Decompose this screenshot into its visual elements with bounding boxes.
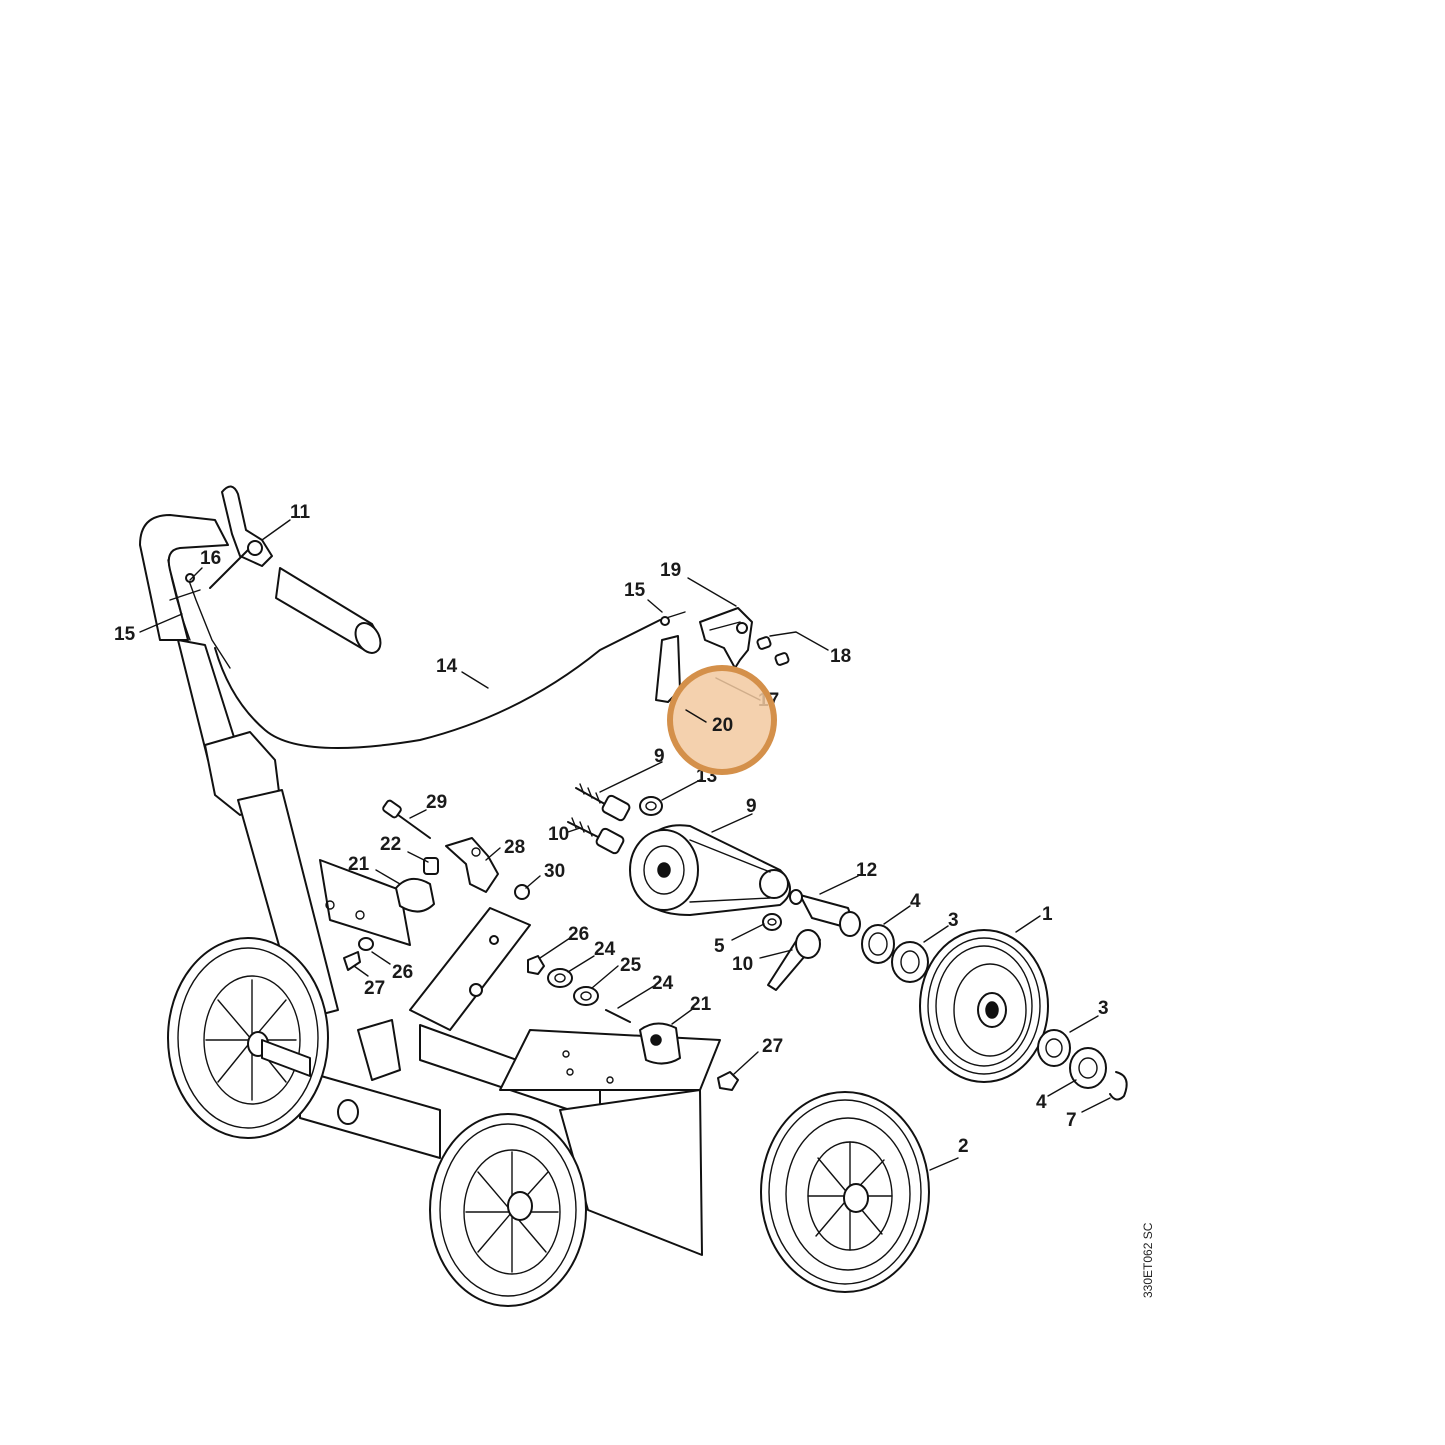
drawing-reference-code: 330ET062 SC xyxy=(1141,1222,1155,1298)
callout-28: 28 xyxy=(504,837,525,858)
highlight-marker[interactable]: 20 xyxy=(667,665,777,775)
callout-labels: 11 16 15 14 15 19 18 17 9 13 10 9 29 22 … xyxy=(114,502,1109,1157)
handle-bar xyxy=(139,514,339,1021)
wheel-left-rear xyxy=(167,937,329,1139)
callout-9: 9 xyxy=(746,796,757,817)
hand-grip xyxy=(275,567,382,654)
wheel-front xyxy=(760,1091,930,1293)
callout-25: 26 xyxy=(568,924,589,945)
callout-10: 10 xyxy=(732,954,753,975)
callout-23: 24 xyxy=(652,973,674,994)
callout-4-bottom: 4 xyxy=(1036,1092,1047,1113)
callout-27-right: 27 xyxy=(762,1036,783,1057)
callout-24-bottom: 25 xyxy=(620,955,642,976)
callout-4-top: 4 xyxy=(910,891,921,912)
callout-7: 9 xyxy=(654,746,665,767)
axle-bolts xyxy=(567,783,663,855)
callout-15-left: 15 xyxy=(114,624,136,645)
callout-13: 11 xyxy=(290,502,311,523)
callout-3-bottom: 3 xyxy=(1098,998,1109,1019)
callout-5: 5 xyxy=(714,936,725,957)
callout-21-right: 21 xyxy=(690,994,712,1015)
callout-16: 16 xyxy=(200,548,221,569)
callout-2: 2 xyxy=(958,1136,969,1157)
throttle-lever xyxy=(209,485,273,589)
callout-12: 12 xyxy=(856,860,877,881)
callout-8: 10 xyxy=(548,824,569,845)
callout-21-left: 21 xyxy=(348,854,370,875)
callout-29: 29 xyxy=(426,792,447,813)
callout-15-right: 15 xyxy=(624,580,646,601)
wheel-left-front xyxy=(429,1113,587,1307)
lever-bracket xyxy=(655,607,753,703)
callout-30: 30 xyxy=(544,861,565,882)
callout-14: 14 xyxy=(436,656,458,677)
callout-18: 18 xyxy=(830,646,851,667)
callout-24-top: 24 xyxy=(594,939,616,960)
callout-27-left: 27 xyxy=(364,978,385,999)
callout-6: 7 xyxy=(1066,1110,1077,1131)
wheel-bushings-front xyxy=(861,924,929,983)
callout-19: 19 xyxy=(660,560,681,581)
control-cable xyxy=(214,611,686,749)
adjuster-parts xyxy=(382,799,530,913)
wheel-bushings-rear xyxy=(1037,1029,1128,1101)
callout-3-top: 3 xyxy=(948,910,959,931)
wheel-right xyxy=(919,929,1049,1083)
callout-22: 22 xyxy=(380,834,401,855)
callout-26: 26 xyxy=(392,962,413,983)
callout-1: 1 xyxy=(1042,904,1053,925)
screws xyxy=(756,636,790,666)
axle-pin xyxy=(789,889,861,937)
washer-and-knob xyxy=(762,913,821,991)
cable-clip xyxy=(169,573,231,669)
fasteners-lower xyxy=(343,937,739,1091)
callout-20: 20 xyxy=(712,715,733,736)
adjusting-arm xyxy=(629,824,791,916)
